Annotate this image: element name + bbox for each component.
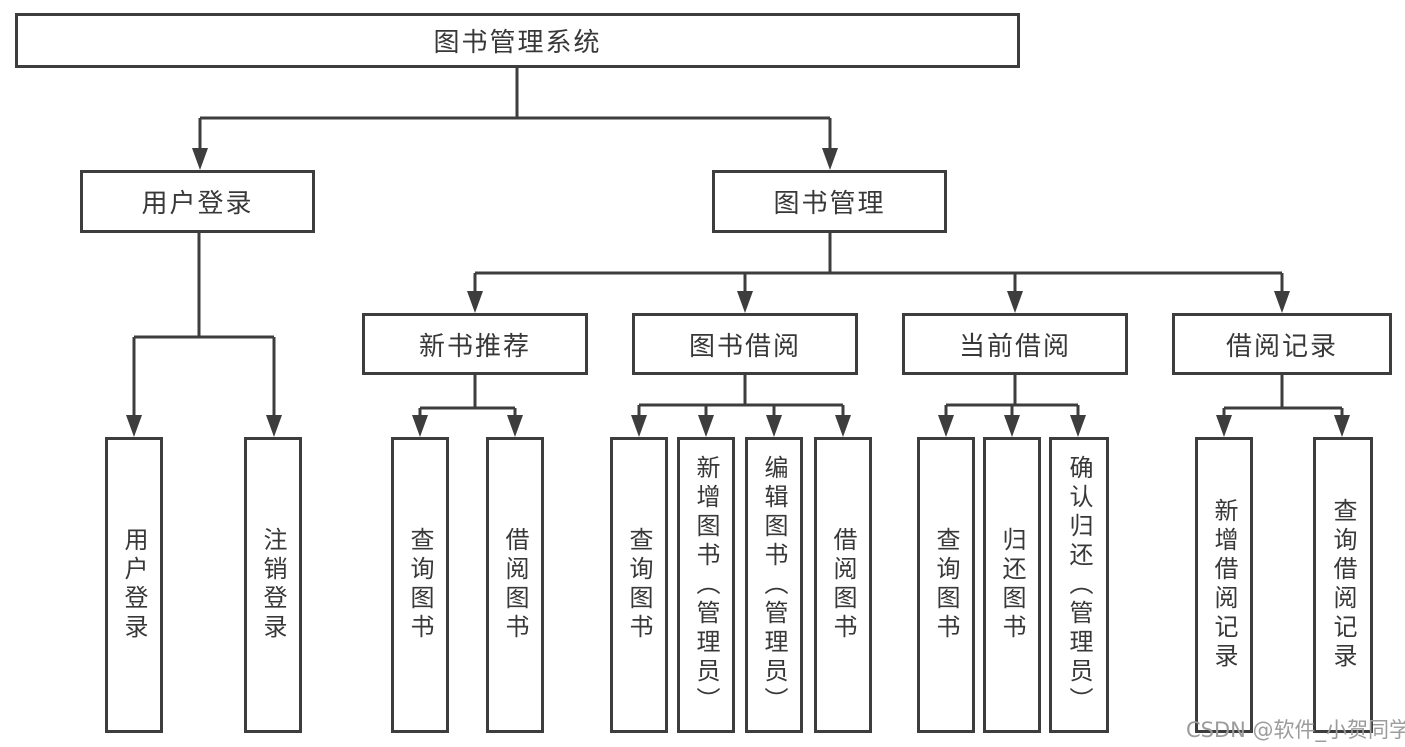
node-book-management: 图书管理	[712, 170, 947, 233]
branch-current-borrow	[946, 375, 1078, 407]
leaf-return-books: 归还图书	[983, 437, 1041, 733]
node-root-label: 图书管理系统	[433, 28, 602, 58]
arrow-stems	[132, 118, 1344, 421]
branch-new-book	[420, 375, 515, 410]
leaf-borrow-books-recommend: 借阅图书	[486, 437, 544, 733]
node-user-login: 用户登录	[80, 170, 315, 233]
node-user-login-label: 用户登录	[141, 189, 254, 219]
leaf-query-books-current: 查询图书	[917, 437, 975, 733]
branch-borrow-records	[1224, 375, 1342, 410]
branch-root	[200, 68, 830, 120]
node-book-management-label: 图书管理	[773, 189, 886, 219]
node-borrowing-records-label: 借阅记录	[1225, 331, 1338, 362]
leaf-user-login-label: 用户登录	[120, 527, 148, 643]
branch-user-login	[134, 233, 274, 339]
leaf-query-books-recommend-label: 查询图书	[406, 527, 434, 643]
leaf-borrow-books-borrowing-label: 借阅图书	[829, 527, 857, 643]
csdn-watermark: CSDN @软件_小贺同学	[1186, 718, 1405, 742]
leaf-confirm-return-admin: 确认归还（管理员）	[1049, 437, 1109, 733]
node-current-borrowing-label: 当前借阅	[958, 331, 1071, 362]
leaf-edit-books-admin: 编辑图书（管理员）	[745, 437, 803, 733]
node-borrowing-records: 借阅记录	[1172, 313, 1392, 375]
leaf-borrow-books-borrowing: 借阅图书	[814, 437, 872, 733]
leaf-add-borrow-record: 新增借阅记录	[1195, 437, 1253, 733]
node-new-book-recommend: 新书推荐	[362, 313, 588, 375]
branch-book-management	[475, 233, 1282, 275]
leaf-logout: 注销登录	[244, 437, 302, 733]
leaf-borrow-books-recommend-label: 借阅图书	[501, 527, 529, 643]
leaf-query-borrow-record: 查询借阅记录	[1313, 437, 1373, 733]
node-current-borrowing: 当前借阅	[902, 313, 1128, 375]
leaf-logout-label: 注销登录	[259, 527, 287, 643]
leaf-return-books-label: 归还图书	[998, 527, 1026, 643]
leaf-confirm-return-admin-label: 确认归还（管理员）	[1065, 454, 1093, 716]
node-root: 图书管理系统	[15, 13, 1020, 68]
leaf-edit-books-admin-label: 编辑图书（管理员）	[760, 454, 788, 716]
leaf-add-books-admin-label: 新增图书（管理员）	[692, 454, 720, 716]
leaf-query-books-current-label: 查询图书	[932, 527, 960, 643]
node-book-borrowing: 图书借阅	[632, 313, 858, 375]
node-book-borrowing-label: 图书借阅	[688, 331, 801, 362]
leaf-query-books-borrowing-label: 查询图书	[625, 527, 653, 643]
leaf-user-login: 用户登录	[105, 437, 163, 733]
branch-book-borrow	[639, 375, 843, 407]
leaf-add-books-admin: 新增图书（管理员）	[677, 437, 735, 733]
leaf-query-books-recommend: 查询图书	[391, 437, 449, 733]
leaf-add-borrow-record-label: 新增借阅记录	[1210, 498, 1238, 672]
leaf-query-borrow-record-label: 查询借阅记录	[1329, 498, 1357, 672]
node-new-book-recommend-label: 新书推荐	[418, 331, 531, 362]
leaf-query-books-borrowing: 查询图书	[610, 437, 668, 733]
